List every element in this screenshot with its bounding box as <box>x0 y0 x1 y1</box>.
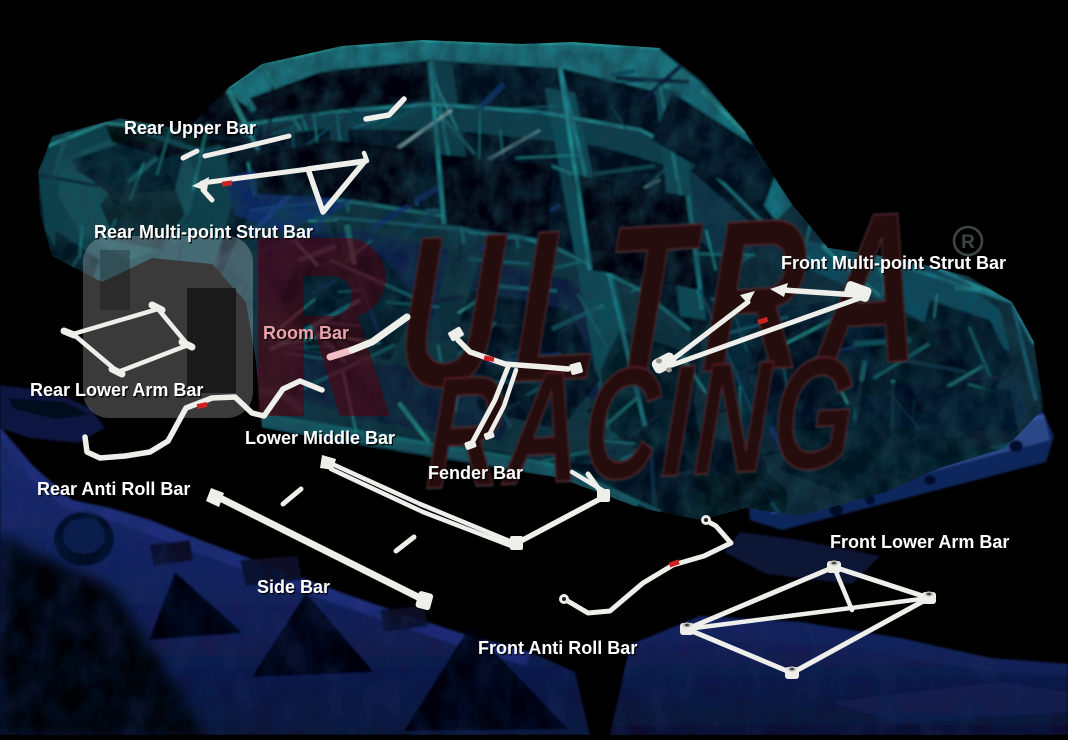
svg-text:Lower Middle Bar: Lower Middle Bar <box>245 428 395 448</box>
svg-text:Front Multi-point Strut Bar: Front Multi-point Strut Bar <box>782 254 1007 274</box>
svg-text:RACING: RACING <box>424 323 862 523</box>
svg-text:Side Bar: Side Bar <box>258 578 331 598</box>
svg-text:R: R <box>961 232 975 253</box>
svg-text:RACING: RACING <box>424 323 862 523</box>
svg-text:Front Anti Roll Bar: Front Anti Roll Bar <box>478 638 637 658</box>
svg-text:Rear Anti Roll Bar: Rear Anti Roll Bar <box>38 480 191 500</box>
svg-text:Side Bar: Side Bar <box>257 577 330 597</box>
svg-text:Room Bar: Room Bar <box>263 323 349 343</box>
svg-text:Rear Upper Bar: Rear Upper Bar <box>125 119 257 139</box>
svg-text:Rear Anti Roll Bar: Rear Anti Roll Bar <box>37 479 190 499</box>
svg-text:Rear Multi-point Strut Bar: Rear Multi-point Strut Bar <box>94 222 313 242</box>
svg-text:Rear Multi-point Strut Bar: Rear Multi-point Strut Bar <box>95 223 314 243</box>
svg-text:Rear Upper Bar: Rear Upper Bar <box>124 118 256 138</box>
svg-text:Fender Bar: Fender Bar <box>428 463 523 483</box>
svg-text:Front Anti Roll Bar: Front Anti Roll Bar <box>479 639 638 659</box>
svg-text:Front Multi-point Strut Bar: Front Multi-point Strut Bar <box>781 253 1006 273</box>
svg-text:Fender Bar: Fender Bar <box>429 464 524 484</box>
svg-text:Rear Lower Arm Bar: Rear Lower Arm Bar <box>30 380 203 400</box>
svg-text:Room Bar: Room Bar <box>264 324 350 344</box>
svg-text:Rear Lower Arm Bar: Rear Lower Arm Bar <box>31 381 204 401</box>
svg-text:Front Lower Arm Bar: Front Lower Arm Bar <box>831 533 1010 553</box>
svg-text:Lower Middle Bar: Lower Middle Bar <box>246 429 396 449</box>
svg-text:Front Lower Arm Bar: Front Lower Arm Bar <box>830 532 1009 552</box>
